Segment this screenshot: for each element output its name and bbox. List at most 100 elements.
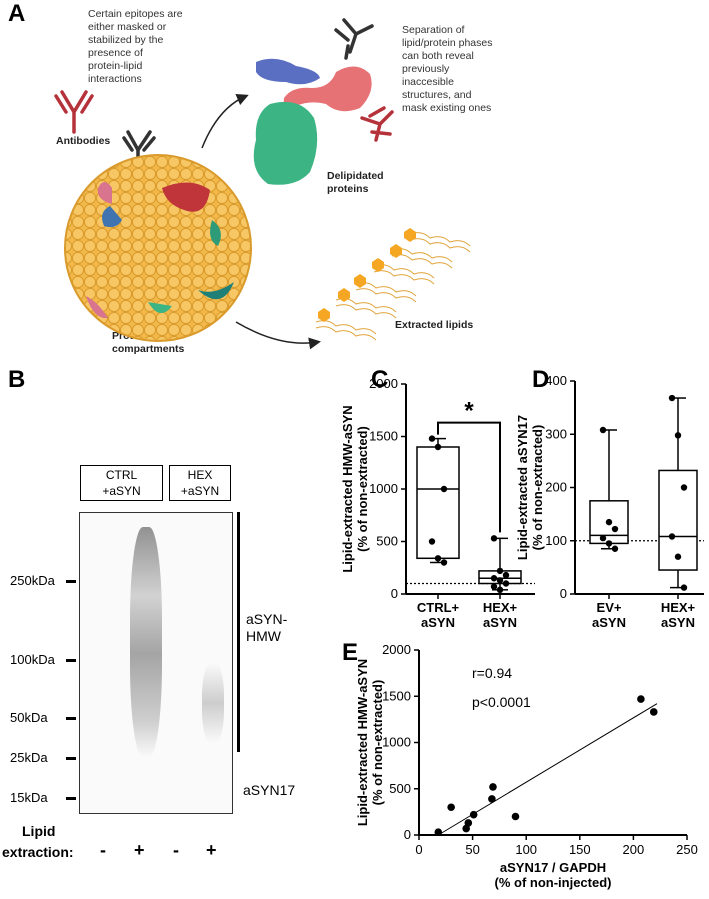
marker-tick <box>66 797 76 800</box>
data-point <box>680 484 688 491</box>
x-tick-label: aSYN <box>421 615 455 630</box>
y-axis-label: (% of non-extracted) <box>370 680 385 806</box>
data-point <box>496 577 504 584</box>
data-point <box>599 534 607 542</box>
data-point <box>599 426 607 434</box>
extracted-lipids-label: Extracted lipids <box>395 319 474 331</box>
marker-label: 15kDa <box>10 790 48 805</box>
data-point <box>668 533 676 540</box>
panel-letter-d: D <box>532 366 550 393</box>
delipidated-label: Delipidated proteins <box>327 170 384 196</box>
data-point <box>464 819 473 827</box>
chart-panel-c <box>401 383 535 599</box>
lane-sign: + <box>206 840 217 860</box>
y-tick-label: 400 <box>545 373 567 388</box>
y-tick-label: 500 <box>376 534 398 549</box>
data-point <box>434 555 442 562</box>
hmw-smear-hex <box>202 663 224 743</box>
data-point <box>611 525 619 533</box>
separation-note-line: previously <box>402 63 450 75</box>
marker-tick <box>66 659 76 662</box>
antibody-icon <box>122 130 156 170</box>
lane-group-line: +aSYN <box>180 484 220 498</box>
epitope-note-line: presence of <box>88 47 143 59</box>
hmw-smear-ctrl <box>130 527 162 757</box>
data-point <box>447 803 455 812</box>
box <box>589 500 629 545</box>
epitope-note-line: either masked or <box>88 21 167 33</box>
marker-label: 50kDa <box>10 710 48 725</box>
lipid-label: Lipid <box>22 823 56 839</box>
protein-lipid-compartment-globe <box>64 154 252 342</box>
marker-label: 100kDa <box>10 652 55 667</box>
y-tick-label: 500 <box>389 781 411 796</box>
chart-panel-e <box>414 649 688 840</box>
y-axis-label: (% of non-extracted) <box>355 426 370 552</box>
hmw-label-line: HMW <box>246 628 281 644</box>
data-point <box>605 518 613 526</box>
stat-r-label: r=0.94 <box>472 665 512 681</box>
antibody-icon <box>54 90 94 134</box>
antibody-icon <box>360 106 394 142</box>
data-point <box>637 695 645 703</box>
extraction-label: extraction: <box>2 844 74 860</box>
data-point <box>674 432 682 439</box>
lane-group-line: HEX <box>187 468 213 482</box>
compartments-label-line: compartments <box>112 343 185 355</box>
lane-sign: - <box>173 840 179 860</box>
y-axis-label: Lipid-extracted HMW-aSYN <box>355 659 370 826</box>
separation-note-line: lipid/protein phases <box>402 37 493 49</box>
data-point <box>668 394 676 402</box>
data-point <box>649 708 658 716</box>
epitope-note-line: protein-lipid <box>88 60 143 72</box>
delipidated-protein-cluster <box>253 58 372 185</box>
y-tick-label: 1000 <box>382 735 411 750</box>
data-point <box>502 580 510 587</box>
lane-sign: - <box>100 840 106 860</box>
panel-letter-b: B <box>8 366 26 393</box>
y-tick-label: 200 <box>545 480 567 495</box>
arrow-icon <box>201 94 249 149</box>
lane-group-line: CTRL <box>105 468 138 482</box>
schematic-illustration <box>54 18 471 350</box>
y-tick-label: 1500 <box>382 688 411 703</box>
panel-letter-a: A <box>8 0 26 27</box>
marker-tick <box>66 580 76 583</box>
stat-p-label: p<0.0001 <box>472 694 531 710</box>
extracted-lipids-icon <box>315 228 471 341</box>
data-point <box>440 559 448 566</box>
data-point <box>611 545 619 552</box>
x-tick-label: HEX+ <box>661 600 696 615</box>
data-point <box>680 584 688 591</box>
data-point <box>490 535 498 542</box>
significance-star: * <box>464 398 474 425</box>
x-tick-label: aSYN <box>592 615 626 630</box>
x-tick-label: aSYN <box>661 615 695 630</box>
x-tick-label: EV+ <box>597 600 622 615</box>
data-point <box>488 795 496 803</box>
x-tick-label: 100 <box>515 842 537 857</box>
delipidated-label-line: proteins <box>327 183 369 195</box>
data-point <box>434 443 442 451</box>
epitope-note-line: interactions <box>88 73 142 85</box>
data-point <box>496 586 504 593</box>
y-tick-label: 1000 <box>369 481 398 496</box>
x-tick-label: aSYN <box>483 615 517 630</box>
antibody-icon <box>334 18 374 60</box>
marker-label: 25kDa <box>10 750 48 765</box>
marker-label: 250kDa <box>10 573 55 588</box>
data-point <box>440 485 448 493</box>
lane-group-ctrl: CTRL +aSYN <box>80 465 163 501</box>
data-point <box>674 553 682 560</box>
y-tick-label: 0 <box>404 827 411 842</box>
marker-tick <box>66 757 76 760</box>
data-point <box>496 567 504 575</box>
data-point <box>469 810 478 819</box>
separation-note-line: Separation of <box>402 24 465 36</box>
data-point <box>428 435 436 442</box>
data-point <box>490 575 498 582</box>
data-point <box>490 583 498 590</box>
data-point <box>428 538 436 545</box>
significance-bracket <box>437 421 501 533</box>
